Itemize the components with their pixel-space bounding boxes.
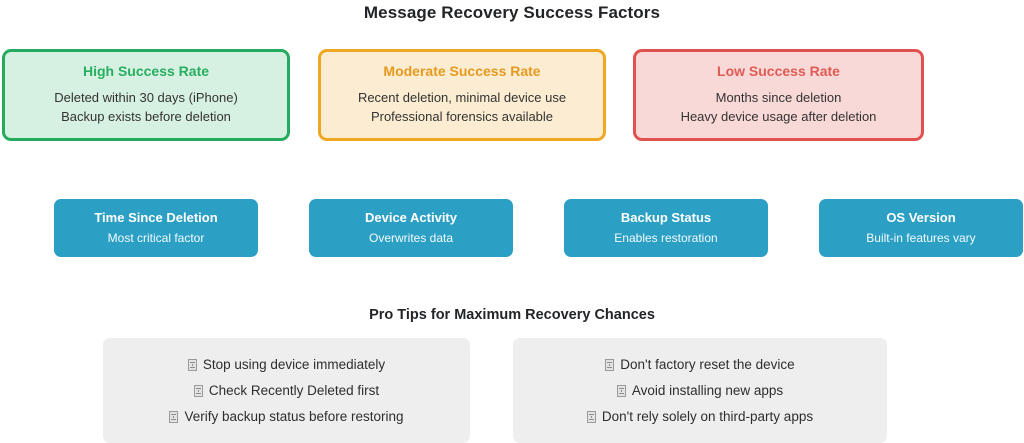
tip-text: Check Recently Deleted first [208,382,380,398]
success-rate-card-low: Low Success Rate Months since deletion H… [633,49,924,141]
card-detail-line: Heavy device usage after deletion [680,109,877,124]
tip-item: Avoid installing new apps [616,378,784,404]
page-title: Message Recovery Success Factors [363,3,661,22]
card-detail-line: Recent deletion, minimal device use [357,90,567,105]
pro-tips-panel-left: Stop using device immediately Check Rece… [103,338,470,443]
factor-card-os-version: OS Version Built-in features vary [819,199,1023,257]
pro-tips-panel-right: Don't factory reset the device Avoid ins… [513,338,887,443]
pro-tips-row: Stop using device immediately Check Rece… [0,338,1024,443]
tip-text: Stop using device immediately [202,356,386,372]
tip-text: Don't rely solely on third-party apps [601,408,814,424]
tip-text: Don't factory reset the device [620,356,795,372]
success-rate-card-high: High Success Rate Deleted within 30 days… [2,49,290,141]
card-detail-line: Professional forensics available [370,109,554,124]
card-detail-line: Backup exists before deletion [61,109,231,124]
success-rate-card-moderate: Moderate Success Rate Recent deletion, m… [318,49,606,141]
tip-item: Verify backup status before restoring [169,404,404,430]
factor-row: Time Since Deletion Most critical factor… [0,199,1024,257]
factor-title: OS Version [886,210,956,225]
missing-glyph-tofu-icon [169,410,179,423]
missing-glyph-tofu-icon [193,384,203,397]
tip-item: Don't factory reset the device [605,352,795,378]
missing-glyph-tofu-icon [616,384,626,397]
factor-card-backup-status: Backup Status Enables restoration [564,199,768,257]
card-title: High Success Rate [82,63,210,79]
missing-glyph-tofu-icon [605,358,615,371]
card-detail-line: Deleted within 30 days (iPhone) [54,90,238,105]
factor-subtitle: Overwrites data [368,231,454,245]
factor-title: Time Since Deletion [94,210,218,225]
tip-item: Check Recently Deleted first [193,378,380,404]
pro-tips-title: Pro Tips for Maximum Recovery Chances [369,307,655,323]
tip-item: Don't rely solely on third-party apps [586,404,814,430]
tip-text: Verify backup status before restoring [184,408,404,424]
card-detail-line: Months since deletion [715,90,842,105]
factor-card-time-since-deletion: Time Since Deletion Most critical factor [54,199,258,257]
missing-glyph-tofu-icon [187,358,197,371]
card-title: Low Success Rate [717,63,840,79]
tip-text: Avoid installing new apps [631,382,784,398]
tip-item: Stop using device immediately [187,352,386,378]
factor-card-device-activity: Device Activity Overwrites data [309,199,513,257]
factor-subtitle: Most critical factor [107,231,205,245]
factor-title: Backup Status [620,210,712,225]
factor-subtitle: Enables restoration [614,231,718,245]
factor-title: Device Activity [364,210,457,225]
missing-glyph-tofu-icon [586,410,596,423]
success-rate-row: High Success Rate Deleted within 30 days… [0,49,1024,141]
factor-subtitle: Built-in features vary [866,231,976,245]
card-title: Moderate Success Rate [383,63,541,79]
